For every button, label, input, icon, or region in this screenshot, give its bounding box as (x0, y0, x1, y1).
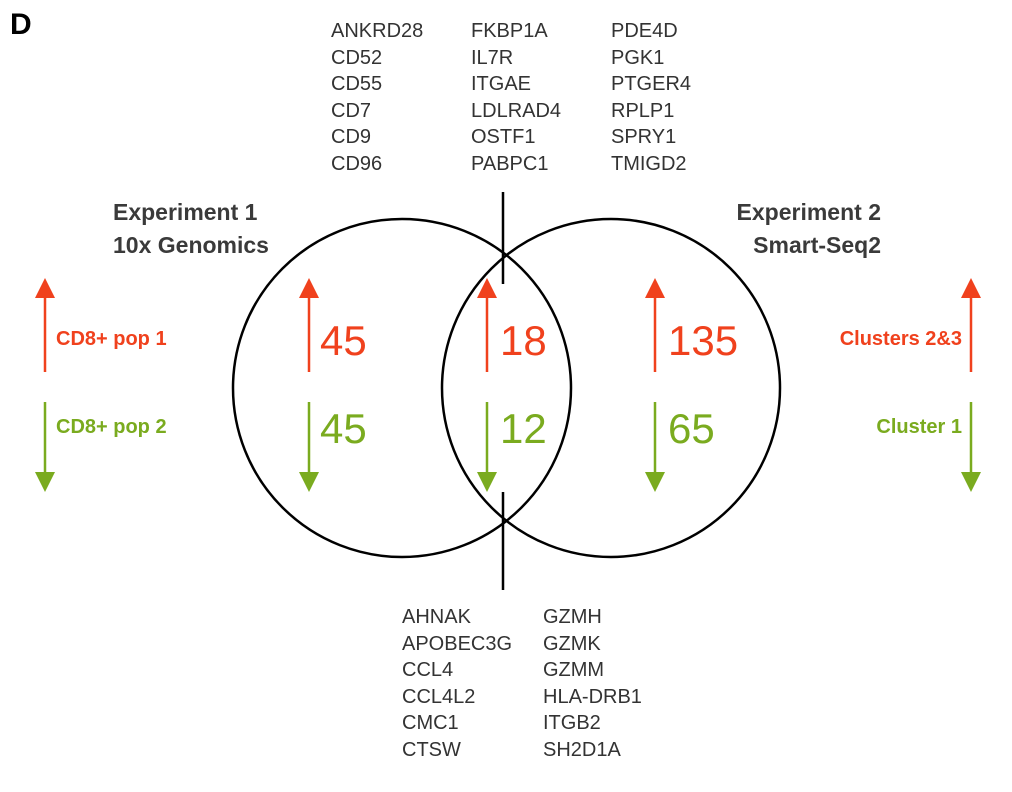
experiment1-platform: 10x Genomics (113, 232, 269, 258)
right-up-label: Clusters 2&3 (839, 328, 962, 350)
overlap-up-count: 18 (500, 317, 547, 364)
gene-label: CCL4L2 (402, 685, 476, 708)
gene-label: CD9 (331, 126, 372, 149)
bottom-gene-column-1: AHNAK APOBEC3G CCL4 CCL4L2 CMC1 CTSW (402, 604, 512, 764)
gene-label: GZMH (543, 606, 602, 628)
right-up-arrow (961, 278, 981, 372)
gene-label: FKBP1A (471, 20, 548, 42)
gene-label: GZMM (543, 659, 605, 682)
gene-label: ANKRD28 (331, 20, 424, 42)
right-down-label: Cluster 1 (876, 416, 962, 438)
gene-label: CTSW (402, 738, 461, 761)
gene-label: IL7R (471, 46, 514, 69)
experiment1-circle (231, 217, 573, 559)
gene-label: PABPC1 (471, 152, 549, 175)
experiment2-title: Experiment 2 (736, 199, 881, 225)
left-down-arrow (35, 402, 55, 492)
exp2-up-arrow (645, 278, 665, 372)
overlap-down-arrow (477, 402, 497, 492)
left-up-arrow (35, 278, 55, 372)
gene-label: PTGER4 (611, 73, 692, 96)
gene-label: CD7 (331, 99, 372, 122)
gene-label: SPRY1 (611, 126, 677, 149)
gene-label: ITGB2 (543, 712, 601, 735)
exp2-down-arrow (645, 402, 665, 492)
experiment2-platform: Smart-Seq2 (753, 232, 881, 258)
exp1-up-count: 45 (320, 317, 367, 364)
gene-label: RPLP1 (611, 99, 675, 122)
experiment2-label: Experiment 2 Smart-Seq2 (737, 196, 881, 262)
gene-label: PDE4D (611, 20, 678, 42)
gene-label: CMC1 (402, 712, 459, 735)
experiment1-title: Experiment 1 (113, 199, 258, 225)
exp2-up-count: 135 (668, 317, 739, 364)
top-gene-column-3: PDE4D PGK1 PTGER4 RPLP1 SPRY1 TMIGD2 (611, 18, 691, 178)
gene-label: LDLRAD4 (471, 99, 562, 122)
top-gene-column-1: ANKRD28 CD52 CD55 CD7 CD9 CD96 (331, 18, 423, 178)
experiment1-label: Experiment 1 10x Genomics (113, 196, 269, 262)
gene-label: CCL4 (402, 659, 454, 682)
gene-label: PGK1 (611, 46, 665, 69)
gene-label: SH2D1A (543, 738, 621, 761)
bottom-gene-column-2: GZMH GZMK GZMM HLA-DRB1 ITGB2 SH2D1A (543, 604, 642, 764)
exp2-down-count: 65 (668, 405, 715, 452)
overlap-down-count: 12 (500, 405, 547, 452)
top-gene-column-2: FKBP1A IL7R ITGAE LDLRAD4 OSTF1 PABPC1 (471, 18, 561, 178)
gene-label: CD55 (331, 73, 383, 96)
exp1-up-arrow (299, 278, 319, 372)
gene-label: OSTF1 (471, 126, 536, 149)
left-down-label: CD8+ pop 2 (56, 416, 167, 438)
gene-label: CD96 (331, 152, 383, 175)
gene-label: APOBEC3G (402, 632, 513, 655)
gene-label: GZMK (543, 632, 601, 655)
panel-letter: D (10, 8, 32, 41)
gene-label: ITGAE (471, 73, 532, 96)
gene-label: TMIGD2 (611, 152, 687, 175)
gene-label: AHNAK (402, 606, 471, 628)
exp1-down-count: 45 (320, 405, 367, 452)
overlap-up-arrow (477, 278, 497, 372)
experiment2-circle (440, 217, 782, 559)
gene-label: HLA-DRB1 (543, 685, 642, 708)
left-up-label: CD8+ pop 1 (56, 328, 167, 350)
right-down-arrow (961, 402, 981, 492)
exp1-down-arrow (299, 402, 319, 492)
gene-label: CD52 (331, 46, 383, 69)
